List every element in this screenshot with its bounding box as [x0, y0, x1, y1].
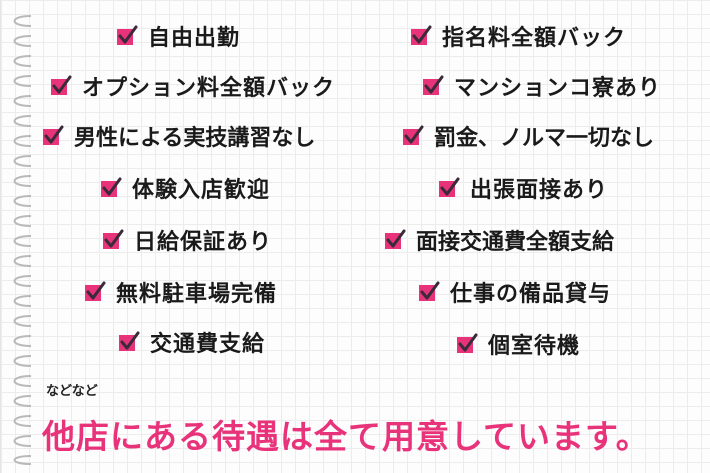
checkbox-checked-icon: [456, 333, 478, 355]
etc-note: などなど: [46, 384, 98, 399]
left-item-2: オプション料全額バック: [50, 70, 335, 102]
right-item-label: 仕事の備品貸与: [450, 282, 612, 307]
right-item-6: 仕事の備品貸与: [418, 276, 611, 308]
left-item-label: 日給保証あり: [134, 230, 273, 255]
checkbox-checked-icon: [384, 229, 406, 251]
left-item-label: 男性による実技講習なし: [74, 126, 316, 151]
right-item-2: マンションコ寮あり: [422, 70, 661, 102]
right-item-label: 罰金、ノルマ一切なし: [434, 126, 655, 151]
left-item-label: 自由出勤: [148, 26, 241, 51]
left-item-7: 交通費支給: [118, 326, 265, 358]
right-item-label: 指名料全額バック: [442, 26, 627, 51]
left-item-5: 日給保証あり: [102, 224, 272, 256]
spiral-binding-icon: [13, 15, 32, 465]
checkbox-checked-icon: [42, 125, 64, 147]
checkbox-checked-icon: [402, 125, 424, 147]
right-item-label: 面接交通費全額支給: [416, 230, 615, 255]
left-item-label: オプション料全額バック: [82, 76, 336, 101]
left-item-6: 無料駐車場完備: [84, 276, 277, 308]
checkbox-checked-icon: [418, 281, 440, 303]
right-item-3: 罰金、ノルマ一切なし: [402, 120, 654, 152]
left-item-label: 交通費支給: [150, 332, 266, 357]
checkbox-checked-icon: [118, 331, 140, 353]
left-item-1: 自由出勤: [116, 20, 240, 52]
left-item-label: 体験入店歓迎: [132, 178, 271, 203]
checkbox-checked-icon: [50, 75, 72, 97]
right-item-label: マンションコ寮あり: [454, 76, 662, 101]
checkbox-checked-icon: [422, 75, 444, 97]
checkbox-checked-icon: [410, 25, 432, 47]
left-item-4: 体験入店歓迎: [100, 172, 270, 204]
left-item-3: 男性による実技講習なし: [42, 120, 315, 152]
left-item-label: 無料駐車場完備: [116, 282, 278, 307]
checkbox-checked-icon: [438, 177, 460, 199]
headline: 他店にある待遇は全て用意しています。: [42, 417, 650, 456]
checkbox-checked-icon: [84, 281, 106, 303]
right-item-label: 個室待機: [488, 334, 581, 359]
checkbox-checked-icon: [102, 229, 124, 251]
right-item-7: 個室待機: [456, 328, 580, 360]
right-item-label: 出張面接あり: [470, 178, 609, 203]
right-item-5: 面接交通費全額支給: [384, 224, 614, 256]
checkbox-checked-icon: [116, 25, 138, 47]
checkbox-checked-icon: [100, 177, 122, 199]
right-item-1: 指名料全額バック: [410, 20, 626, 52]
right-item-4: 出張面接あり: [438, 172, 608, 204]
